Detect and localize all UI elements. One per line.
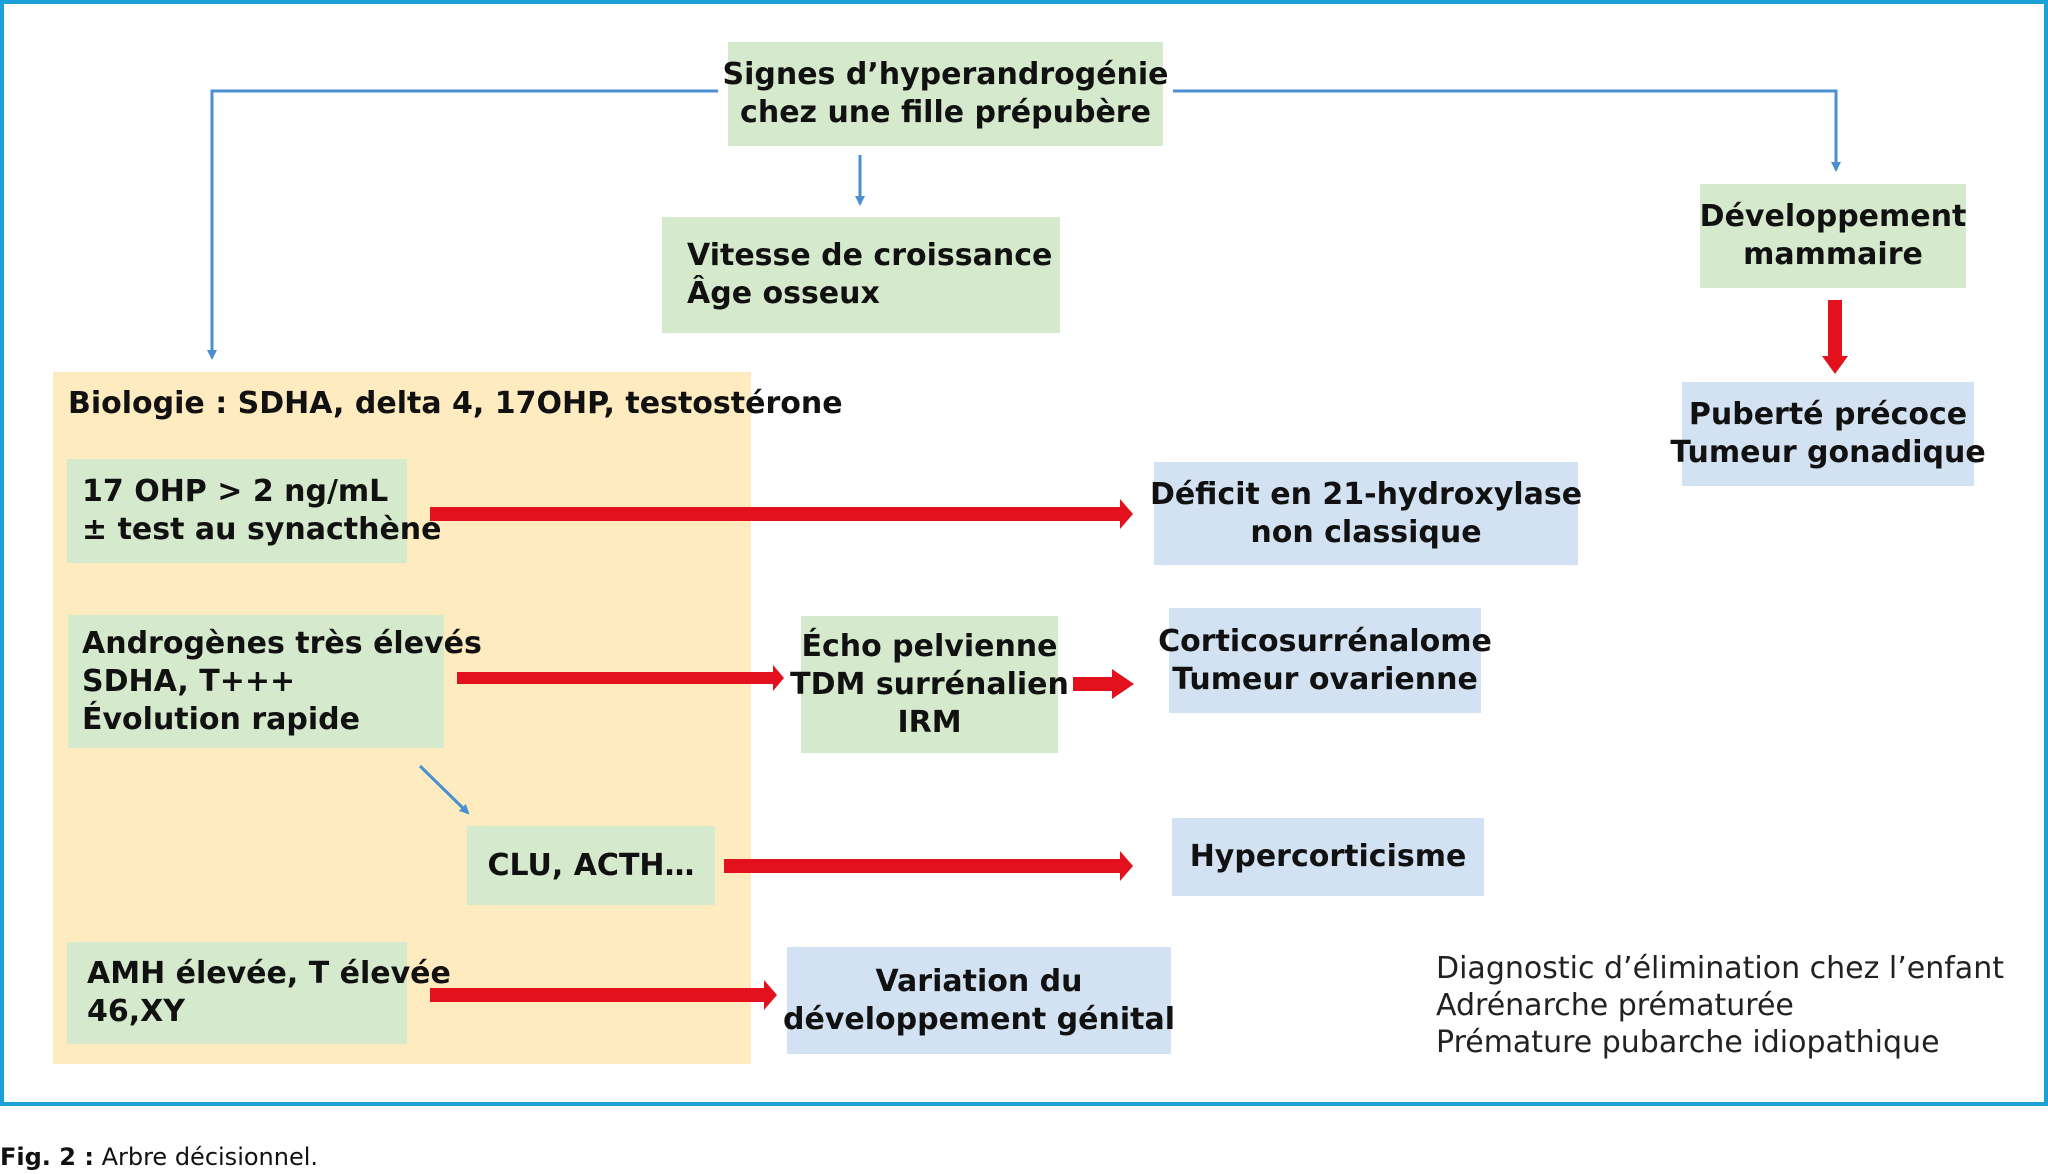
arrow-imaging-to-tumor xyxy=(1073,669,1134,699)
variation-line: développement génital xyxy=(783,1001,1175,1037)
note-line: Prémature pubarche idiopathique xyxy=(1436,1025,1940,1060)
arrow-androgens-to-imaging xyxy=(457,665,784,691)
precocious-line: Puberté précoce xyxy=(1688,397,1968,432)
androgens-line: SDHA, T+++ xyxy=(82,663,296,699)
imaging-line: Écho pelvienne xyxy=(801,628,1058,664)
breast-box: Développement mammaire xyxy=(1700,184,1966,288)
root-box: Signes d’hyperandrogénie chez une fille … xyxy=(722,42,1169,146)
precocious-box: Puberté précoce Tumeur gonadique xyxy=(1670,382,1986,486)
ohp-line: ± test au synacthène xyxy=(82,512,442,547)
figure-caption: Fig. 2 : Arbre décisionnel. xyxy=(0,1142,318,1172)
breast-line: mammaire xyxy=(1743,237,1923,272)
androgens-box: Androgènes très élevés SDHA, T+++ Évolut… xyxy=(68,615,482,748)
growth-box: Vitesse de croissance Âge osseux xyxy=(662,217,1060,333)
arrow-clu-to-hypercort xyxy=(724,851,1133,881)
imaging-box: Écho pelvienne TDM surrénalien IRM xyxy=(790,616,1069,753)
connector-androgens-to-clu xyxy=(418,764,470,815)
imaging-line: TDM surrénalien xyxy=(790,666,1069,702)
tumor-line: Tumeur ovarienne xyxy=(1172,661,1478,697)
note-line: Diagnostic d’élimination chez l’enfant xyxy=(1436,951,2004,986)
biology-title: Biologie : SDHA, delta 4, 17OHP, testost… xyxy=(68,386,843,421)
androgens-line: Évolution rapide xyxy=(82,701,360,737)
elimination-note: Diagnostic d’élimination chez l’enfant A… xyxy=(1436,950,2004,1061)
amh-line: 46,XY xyxy=(87,994,185,1029)
amh-line: AMH élevée, T élevée xyxy=(87,956,451,991)
arrow-amh-to-variation xyxy=(430,980,777,1010)
root-line: Signes d’hyperandrogénie xyxy=(722,57,1169,92)
deficit-box: Déficit en 21-hydroxylase non classique xyxy=(1150,462,1582,565)
deficit-line: Déficit en 21-hydroxylase xyxy=(1149,476,1583,512)
variation-box: Variation du développement génital xyxy=(783,947,1175,1054)
precocious-line: Tumeur gonadique xyxy=(1670,435,1986,470)
connector-root-to-breast xyxy=(1173,89,1841,172)
ohp-line: 17 OHP > 2 ng/mL xyxy=(82,474,389,509)
note-line: Adrénarche prématurée xyxy=(1436,988,1794,1023)
variation-line: Variation du xyxy=(875,963,1083,999)
root-line: chez une fille prépubère xyxy=(740,95,1151,130)
tumor-line: Corticosurrénalome xyxy=(1158,623,1492,659)
hypercort-box: Hypercorticisme xyxy=(1172,818,1484,896)
caption-label: Fig. 2 : xyxy=(0,1143,94,1171)
tumor-box: Corticosurrénalome Tumeur ovarienne xyxy=(1158,608,1492,713)
arrow-breast-to-precocious xyxy=(1822,300,1848,374)
growth-line: Âge osseux xyxy=(687,276,880,311)
clu-box: CLU, ACTH… xyxy=(467,826,715,905)
ohp-box: 17 OHP > 2 ng/mL ± test au synacthène xyxy=(67,459,442,563)
diagram-frame xyxy=(0,0,2048,1106)
breast-line: Développement xyxy=(1699,199,1967,234)
arrow-ohp-to-deficit xyxy=(430,499,1133,529)
androgens-line: Androgènes très élevés xyxy=(82,625,482,661)
hypercort-line: Hypercorticisme xyxy=(1189,839,1467,874)
clu-line: CLU, ACTH… xyxy=(487,847,695,883)
caption-text: Arbre décisionnel. xyxy=(93,1143,319,1171)
growth-line: Vitesse de croissance xyxy=(687,238,1053,273)
connector-root-to-biology xyxy=(207,89,718,360)
amh-box: AMH élevée, T élevée 46,XY xyxy=(67,942,451,1044)
imaging-line: IRM xyxy=(897,704,962,740)
deficit-line: non classique xyxy=(1250,514,1482,550)
